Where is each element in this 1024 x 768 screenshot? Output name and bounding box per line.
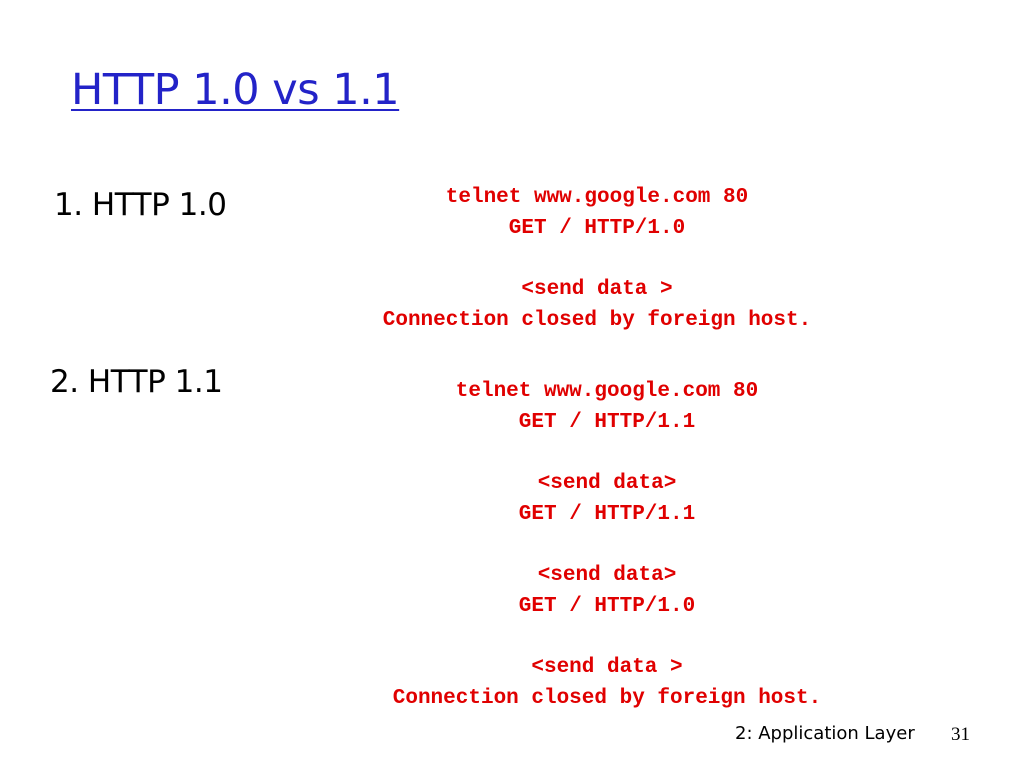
code-line: GET / HTTP/1.0	[518, 594, 696, 618]
code-line: GET / HTTP/1.1	[518, 502, 696, 526]
code-line	[327, 438, 887, 469]
item-label-http-1-1: 2. HTTP 1.1	[50, 364, 223, 400]
page-number: 31	[951, 724, 970, 745]
code-line: <send data >	[521, 278, 673, 302]
code-line: telnet www.google.com 80	[455, 380, 759, 403]
code-line: telnet www.google.com 80	[445, 186, 749, 209]
code-line: <send data>	[537, 472, 677, 496]
code-line: GET / HTTP/1.1	[518, 410, 696, 434]
code-line	[327, 623, 887, 654]
code-line: Connection closed by foreign host.	[392, 686, 822, 710]
code-line: GET / HTTP/1.0	[508, 216, 686, 240]
code-line: <send data >	[531, 656, 683, 680]
code-block-http-1-1: telnet www.google.com 80 GET / HTTP/1.1 …	[327, 377, 887, 715]
code-line: Connection closed by foreign host.	[382, 308, 812, 332]
code-line: <send data>	[537, 564, 677, 588]
code-line	[327, 530, 887, 561]
code-line	[317, 244, 877, 275]
slide-title: HTTP 1.0 vs 1.1	[71, 65, 400, 115]
code-block-http-1-0: telnet www.google.com 80 GET / HTTP/1.0 …	[317, 183, 877, 336]
footer-label: 2: Application Layer	[735, 723, 915, 744]
item-label-http-1-0: 1. HTTP 1.0	[54, 187, 227, 223]
